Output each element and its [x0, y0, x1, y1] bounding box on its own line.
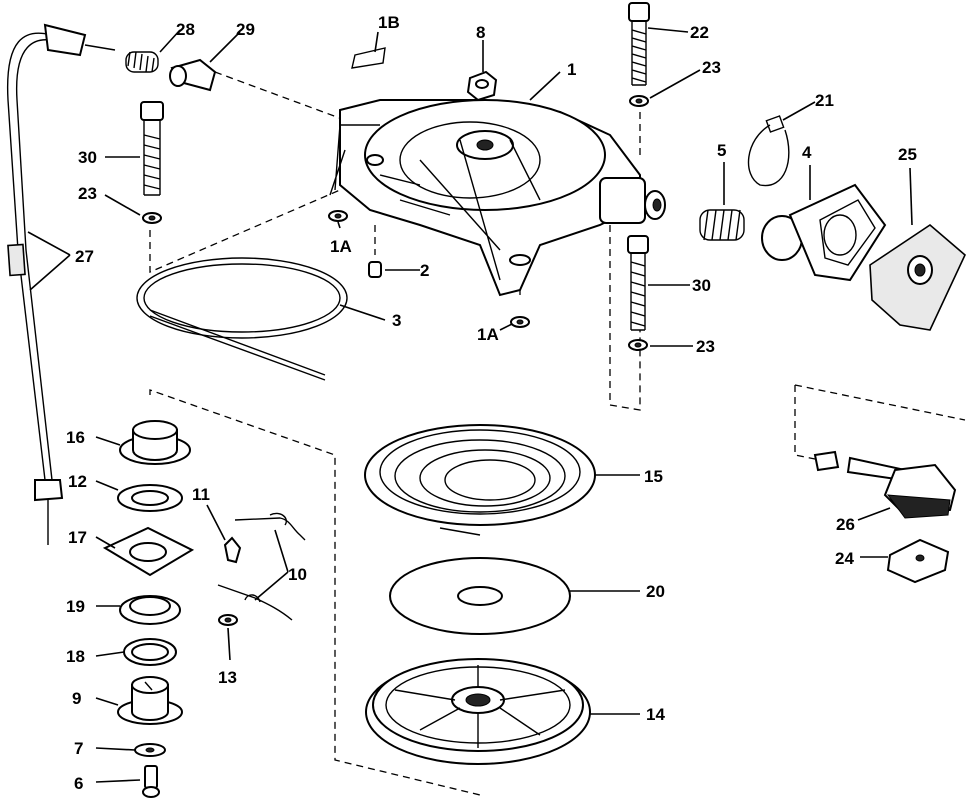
label-part-18: 18: [66, 647, 85, 666]
part-23-washer-top: [629, 95, 649, 107]
label-part-27: 27: [75, 247, 94, 266]
label-part-2: 2: [420, 261, 429, 280]
part-1-housing: [329, 99, 666, 297]
part-1a-washer-left: [328, 210, 348, 222]
part-7-washer: [134, 743, 166, 757]
part-17-plate: [102, 526, 195, 577]
label-part-26: 26: [836, 515, 855, 534]
label-part-16: 16: [66, 428, 85, 447]
label-part-5: 5: [717, 141, 726, 160]
label-part-6: 6: [74, 774, 83, 793]
part-19-ring: [119, 595, 181, 625]
part-14-pulley: [365, 658, 591, 765]
part-4-boot: [761, 183, 887, 282]
part-20-disc: [389, 557, 571, 635]
part-2-screw: [368, 261, 382, 278]
label-part-1b: 1B: [378, 13, 400, 32]
label-part-23-left: 23: [78, 184, 97, 203]
label-part-14: 14: [646, 705, 665, 724]
part-13-washer: [218, 614, 238, 626]
part-5-spring: [699, 209, 745, 241]
part-27-cable: [6, 23, 116, 545]
label-part-1a-bottom: 1A: [477, 325, 499, 344]
label-part-8: 8: [476, 23, 485, 42]
leader-lines: [27, 27, 913, 783]
part-23-washer-right: [628, 339, 648, 351]
label-part-23-top: 23: [702, 58, 721, 77]
label-part-9: 9: [72, 689, 81, 708]
label-part-7: 7: [74, 739, 83, 758]
part-15-recoil-spring: [364, 424, 596, 536]
label-part-10: 10: [288, 565, 307, 584]
part-18-oring: [123, 638, 177, 666]
part-10-springs: [217, 512, 306, 621]
part-9-bushing: [117, 676, 183, 725]
label-part-3: 3: [392, 311, 401, 330]
label-part-28: 28: [176, 20, 195, 39]
part-1a-washer-bottom: [510, 316, 530, 328]
callout-labels: 1 1A 1A 1B 2 3 4 5 6 7 8 9 10 11 12 13 1…: [66, 13, 917, 793]
label-part-29: 29: [236, 20, 255, 39]
label-part-22: 22: [690, 23, 709, 42]
label-part-4: 4: [802, 143, 812, 162]
part-28-spring: [125, 51, 159, 73]
part-30-bolt-left: [140, 101, 164, 196]
label-part-1: 1: [567, 60, 576, 79]
label-part-24: 24: [835, 549, 854, 568]
label-part-12: 12: [68, 472, 87, 491]
part-22-bolt: [628, 2, 650, 86]
part-8-nut: [466, 70, 498, 102]
label-part-30-left: 30: [78, 148, 97, 167]
part-16-cap: [119, 420, 191, 465]
part-26-handle: [813, 450, 957, 519]
part-23-washer-left: [142, 212, 162, 224]
label-part-20: 20: [646, 582, 665, 601]
part-3-seal-rope: [136, 257, 348, 381]
part-21-clip: [747, 115, 790, 187]
part-30-bolt-right: [627, 235, 649, 331]
part-6-screw: [142, 765, 160, 798]
label-part-15: 15: [644, 467, 663, 486]
part-11-pawl: [223, 536, 242, 564]
label-part-19: 19: [66, 597, 85, 616]
part-29-plunger: [169, 58, 217, 92]
label-part-1a-left: 1A: [330, 237, 352, 256]
label-part-23-right: 23: [696, 337, 715, 356]
label-part-13: 13: [218, 668, 237, 687]
label-part-21: 21: [815, 91, 834, 110]
label-part-25: 25: [898, 145, 917, 164]
part-24-bracket: [886, 538, 950, 584]
label-part-30-right: 30: [692, 276, 711, 295]
part-25-pad: [869, 223, 966, 331]
label-part-17: 17: [68, 528, 87, 547]
label-part-11: 11: [192, 485, 210, 504]
part-12-washer: [117, 484, 183, 512]
part-1b-decal: [351, 47, 386, 69]
